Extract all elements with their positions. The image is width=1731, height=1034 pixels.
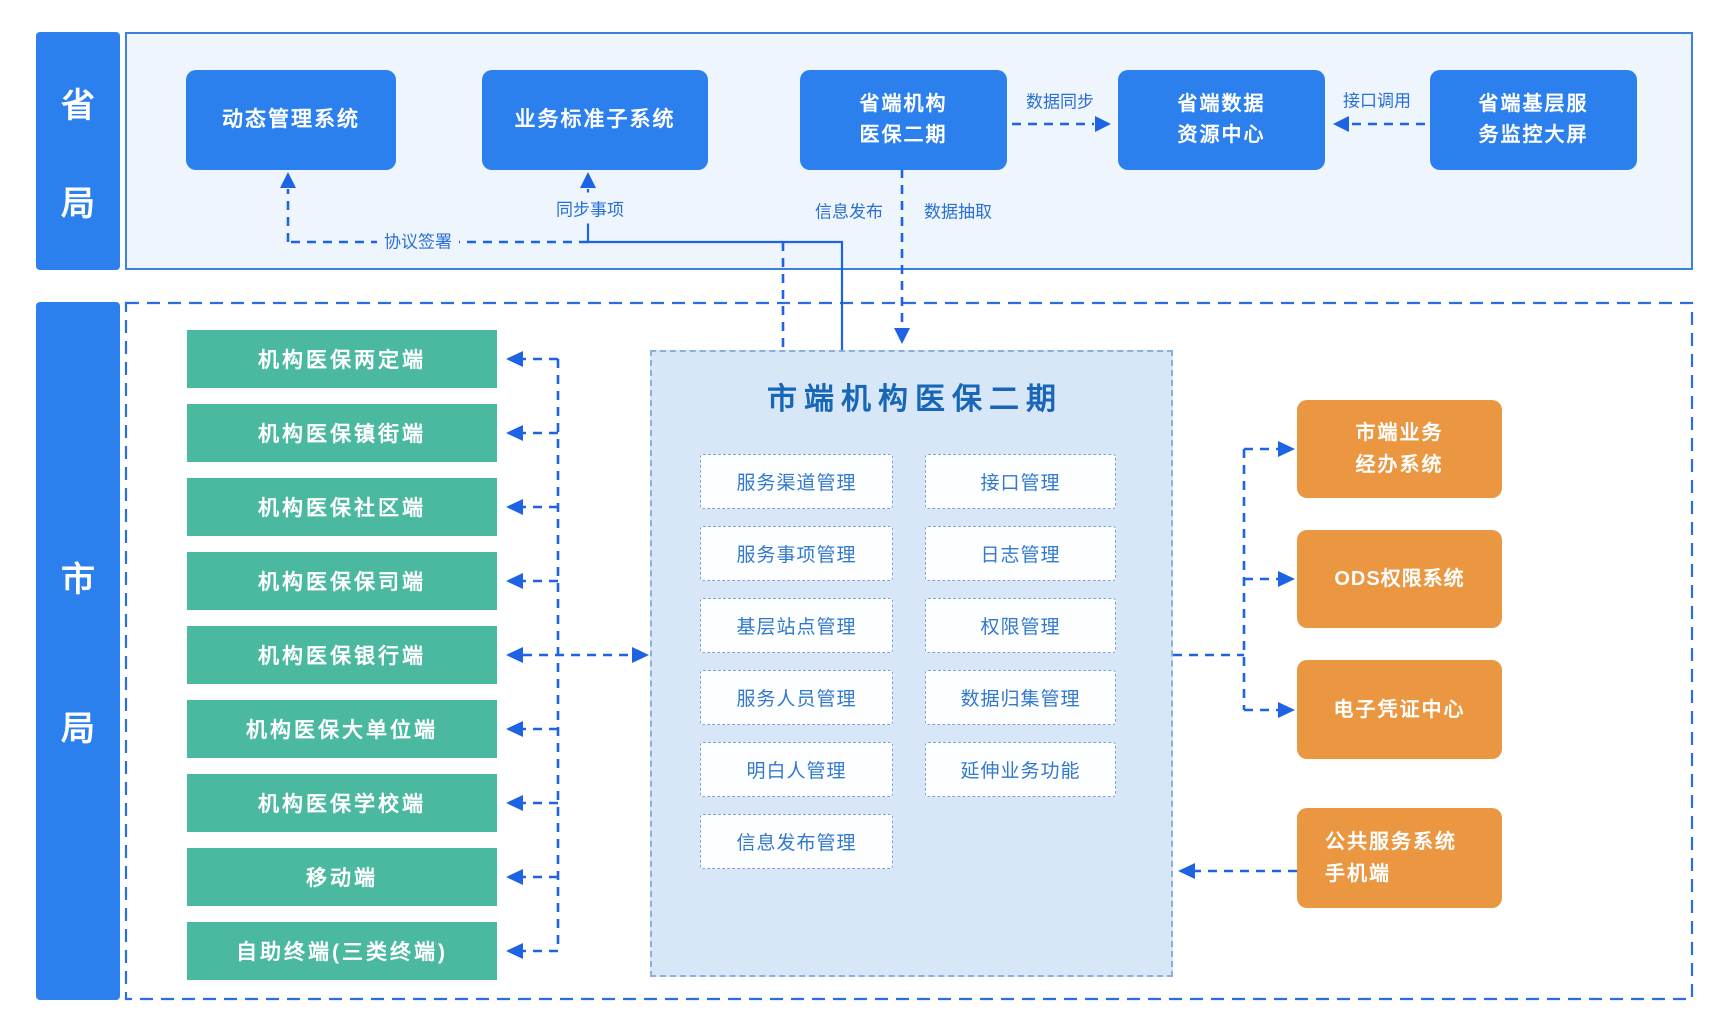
terminal-list: 机构医保两定端 机构医保镇街端 机构医保社区端 机构医保保司端 机构医保银行端 … [187,330,497,980]
module-service-channel-mgmt: 服务渠道管理 [700,454,893,509]
module-expert-mgmt: 明白人管理 [700,742,893,797]
label-data-sync: 数据同步 [1019,84,1101,116]
module-service-staff-mgmt: 服务人员管理 [700,670,893,725]
module-service-item-mgmt: 服务事项管理 [700,526,893,581]
node-dynamic-management-system: 动态管理系统 [186,70,396,170]
module-extended-business: 延伸业务功能 [925,742,1116,797]
node-city-business-handling-system: 市端业务 经办系统 [1297,400,1502,498]
terminal-community: 机构医保社区端 [187,478,497,536]
label-protocol-sign: 协议签署 [377,224,459,256]
hub-title: 市端机构医保二期 [767,383,1063,416]
module-log-mgmt: 日志管理 [925,526,1116,581]
node-ods-permission-system: ODS权限系统 [1297,530,1502,628]
province-tab-char: 省 [61,86,95,125]
module-grassroots-site-mgmt: 基层站点管理 [700,598,893,653]
node-province-org-medical-phase2: 省端机构 医保二期 [800,70,1007,170]
province-tab-char: 局 [61,184,95,223]
city-tab-char: 局 [61,710,95,748]
module-data-collection-mgmt: 数据归集管理 [925,670,1116,725]
terminal-insurance-company: 机构医保保司端 [187,552,497,610]
node-province-data-resource-center: 省端数据 资源中心 [1118,70,1325,170]
label-api-call: 接口调用 [1336,83,1418,115]
terminal-large-unit: 机构医保大单位端 [187,700,497,758]
hub-modules-left: 服务渠道管理 服务事项管理 基层站点管理 服务人员管理 明白人管理 信息发布管理 [700,454,893,869]
node-business-standard-subsystem: 业务标准子系统 [482,70,708,170]
module-info-publish-mgmt: 信息发布管理 [700,814,893,869]
node-e-certificate-center: 电子凭证中心 [1297,660,1502,759]
province-bureau-tab: 省 局 [36,32,120,270]
terminal-mobile: 移动端 [187,848,497,906]
module-interface-mgmt: 接口管理 [925,454,1116,509]
node-province-grassroots-monitor-screen: 省端基层服 务监控大屏 [1430,70,1637,170]
terminal-bank: 机构医保银行端 [187,626,497,684]
label-info-publish: 信息发布 [808,194,890,226]
node-public-service-mobile: 公共服务系统 手机端 [1297,808,1502,908]
terminal-two-fixed: 机构医保两定端 [187,330,497,388]
terminal-town-street: 机构医保镇街端 [187,404,497,462]
label-sync-items: 同步事项 [549,192,631,224]
city-medical-hub: 市端机构医保二期 服务渠道管理 服务事项管理 基层站点管理 服务人员管理 明白人… [650,350,1173,977]
terminal-school: 机构医保学校端 [187,774,497,832]
terminal-self-service: 自助终端(三类终端) [187,922,497,980]
city-tab-char: 市 [61,561,95,599]
label-data-extract: 数据抽取 [917,194,999,226]
module-permission-mgmt: 权限管理 [925,598,1116,653]
hub-modules-right: 接口管理 日志管理 权限管理 数据归集管理 延伸业务功能 [925,454,1116,797]
city-bureau-tab: 市 局 [36,302,120,1000]
